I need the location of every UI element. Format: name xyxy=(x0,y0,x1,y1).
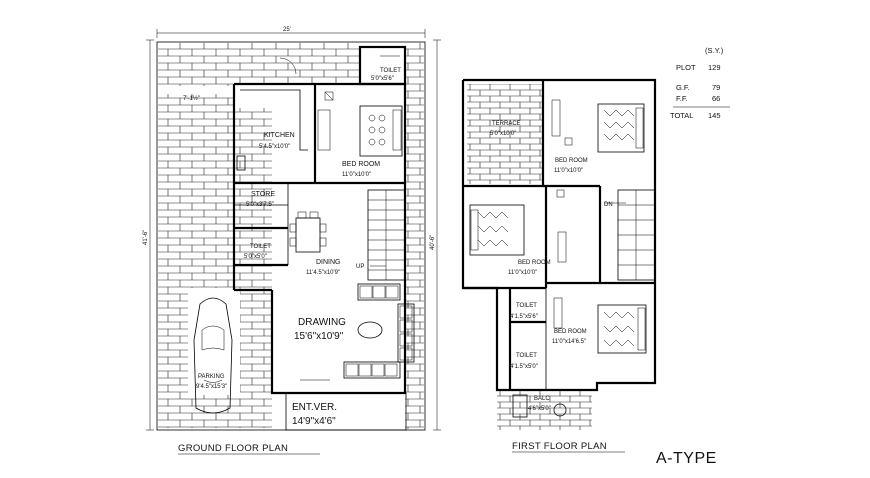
ff-bedroom1-name: BED ROOM xyxy=(555,158,588,164)
ff-terrace-size: 5'0"x10'0" xyxy=(490,131,516,137)
side-dim: 7'-1½" xyxy=(183,95,200,102)
ff-bedroom3-name: BED ROOM xyxy=(554,329,587,335)
gf-ent-size: 14'9"x4'6" xyxy=(292,416,336,427)
gf-drawing-size: 15'6"x10'9" xyxy=(294,331,344,342)
staircase: UP xyxy=(356,189,406,281)
ground-floor-plan: 25' 41'-6" 40'-6" 7'-1½" xyxy=(143,27,441,431)
ff-toilet1-name: TOILET xyxy=(516,303,537,309)
right-dimension: 40'-6" xyxy=(430,39,441,431)
top-dimension: 25' xyxy=(156,27,426,38)
ff-toilet2-size: 4'1.5"x5'0" xyxy=(510,364,538,370)
ff-toilet1-size: 4'1.5"x5'6" xyxy=(510,314,538,320)
first-floor-caption: FIRST FLOOR PLAN xyxy=(512,441,607,452)
area-plot-value: 129 xyxy=(708,63,721,72)
ff-balc-name: BALC xyxy=(534,396,550,402)
ff-bedroom2-name: BED ROOM xyxy=(518,260,551,266)
left-height-dim: 41'-6" xyxy=(143,230,149,245)
ff-toilet2-name: TOILET xyxy=(516,353,537,359)
area-ff-label: F.F. xyxy=(676,94,688,103)
first-beds xyxy=(469,99,647,354)
dn-label: DN xyxy=(604,202,613,208)
ground-room-labels: TOILET 5'0"x5'6" KITCHEN 5'4.5"x10'0" BE… xyxy=(178,68,401,455)
gf-store-size: 5'0"x3'7.5" xyxy=(246,202,274,208)
gf-kitchen-name: KITCHEN xyxy=(264,132,295,139)
area-gf-value: 79 xyxy=(712,83,720,92)
gf-toilet-name: TOILET xyxy=(250,244,271,250)
left-dimension: 41'-6" xyxy=(143,39,154,431)
ground-floor-caption: GROUND FLOOR PLAN xyxy=(178,443,288,454)
area-gf-label: G.F. xyxy=(676,83,690,92)
overall-width-dim: 25' xyxy=(283,27,291,33)
inner-height-dim: 40'-6" xyxy=(430,235,436,250)
first-room-labels: TERRACE 5'0"x10'0" BED ROOM 11'0"x10'0" … xyxy=(490,121,625,453)
area-ff-value: 66 xyxy=(712,94,720,103)
ff-terrace-name: TERRACE xyxy=(492,121,521,127)
car xyxy=(193,297,233,414)
gf-kitchen-size: 5'4.5"x10'0" xyxy=(259,144,290,150)
ff-bedroom3-size: 11'0"x14'6.5" xyxy=(552,339,586,345)
gf-store-name: STORE xyxy=(251,191,275,198)
sofa-set xyxy=(343,283,415,379)
area-unit: (S.Y.) xyxy=(705,46,724,55)
first-floor-plan: DN xyxy=(461,78,657,430)
up-label: UP xyxy=(356,264,364,270)
gf-toilet-top-name: TOILET xyxy=(380,68,401,74)
ff-bedroom1-size: 11'0"x10'0" xyxy=(554,168,583,174)
area-total-label: TOTAL xyxy=(670,111,693,120)
area-total-value: 145 xyxy=(708,111,721,120)
gf-drawing-name: DRAWING xyxy=(298,317,346,328)
gf-bedroom-name: BED ROOM xyxy=(342,161,380,168)
gf-parking-size: 9'4.5"x15'3" xyxy=(196,384,227,390)
area-plot-label: PLOT xyxy=(676,63,696,72)
gf-dining-size: 11'4.5"x10'9" xyxy=(306,270,340,276)
area-table: (S.Y.) PLOT 129 G.F. 79 F.F. 66 TOTAL 14… xyxy=(670,46,730,120)
gf-bedroom-size: 11'0"x10'0" xyxy=(342,172,371,178)
first-stair: DN xyxy=(604,189,656,281)
bed-ground xyxy=(317,91,403,157)
gf-dining-name: DINING xyxy=(316,259,341,266)
dining-table xyxy=(289,211,327,253)
ff-balc-size: 4'6"x5'0" xyxy=(528,406,551,412)
gf-toilet-top-size: 5'0"x5'6" xyxy=(371,76,394,82)
ff-bedroom2-size: 11'0"x10'0" xyxy=(508,270,537,276)
gf-parking-name: PARKING xyxy=(198,374,225,380)
gf-ent-name: ENT.VER. xyxy=(292,402,337,413)
gf-toilet-size: 5'0"x5'0" xyxy=(244,254,267,260)
type-label: A-TYPE xyxy=(656,450,717,467)
